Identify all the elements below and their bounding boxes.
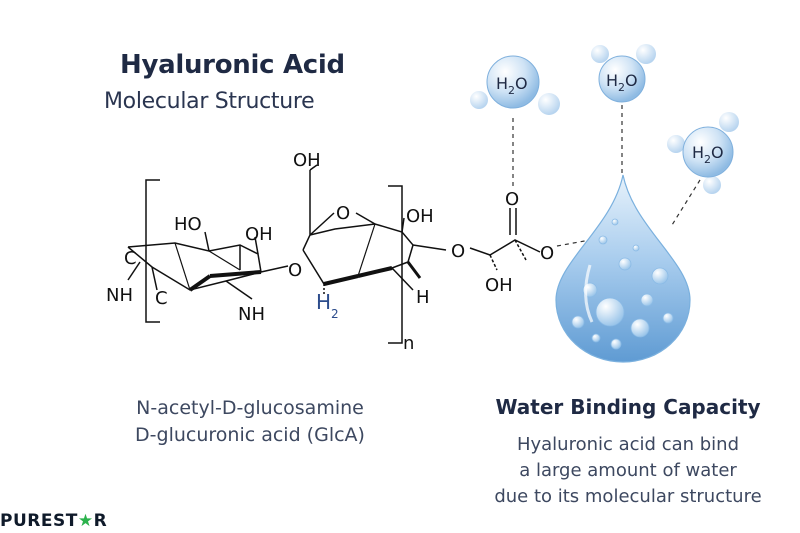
- label-o-glyco: O: [451, 241, 465, 262]
- acid-segment: [469, 208, 541, 271]
- water-droplet: [555, 174, 691, 363]
- water-molecule-2: H2O: [591, 44, 656, 103]
- h2o-label-3: H2O: [692, 143, 724, 166]
- label-oh-mid: OH: [245, 224, 273, 245]
- label-nh-left: NH: [106, 285, 133, 306]
- h2o-label-2: H2O: [606, 71, 638, 94]
- label-oh-right: OH: [406, 206, 434, 227]
- label-o-bridge: O: [288, 260, 302, 281]
- label-ho-left: HO: [174, 214, 202, 235]
- label-c-bottom: C: [155, 288, 168, 309]
- label-h: H: [416, 287, 430, 308]
- caption-glucosamine: N-acetyl-D-glucosamine: [136, 397, 364, 419]
- label-c: C: [124, 248, 137, 269]
- label-oh-top: OH: [293, 150, 321, 171]
- label-h2-sub: 2: [331, 307, 339, 321]
- star-icon: ★: [77, 511, 94, 531]
- droplet-bubbles: [571, 218, 674, 350]
- glucosamine-ring: [127, 231, 289, 300]
- polymer-brackets: [145, 179, 403, 344]
- structure-labels: OH O HO OH OH C NH C NH O H 2 H O O O OH…: [106, 150, 554, 354]
- label-ring-o: O: [336, 203, 350, 224]
- water-molecule-1: H2O: [470, 55, 560, 115]
- label-oh-acid: OH: [485, 275, 513, 296]
- caption-glucuronic: D-glucuronic acid (GlcA): [135, 424, 365, 446]
- label-o-ester: O: [540, 243, 554, 264]
- water-molecule-3: H2O: [667, 112, 739, 194]
- water-binding-line-2: a large amount of water: [519, 460, 737, 481]
- label-nh-bottom: NH: [238, 304, 265, 325]
- page-title: Hyaluronic Acid: [120, 50, 345, 80]
- label-h2: H: [316, 290, 331, 314]
- h2o-label-1: H2O: [496, 74, 528, 97]
- water-binding-line-3: due to its molecular structure: [494, 486, 762, 507]
- brand-logo: PUREST★R: [0, 511, 107, 531]
- label-n: n: [403, 333, 414, 354]
- brand-part-2: R: [93, 511, 108, 531]
- water-binding-title: Water Binding Capacity: [495, 395, 761, 419]
- water-binding-line-1: Hyaluronic acid can bind: [516, 434, 740, 455]
- label-o-carbonyl: O: [505, 189, 519, 210]
- brand-part-1: PUREST: [0, 511, 78, 531]
- glucuronic-ring: [302, 164, 447, 296]
- page-subtitle: Molecular Structure: [104, 89, 315, 114]
- hydrogen-bonds: [512, 97, 701, 247]
